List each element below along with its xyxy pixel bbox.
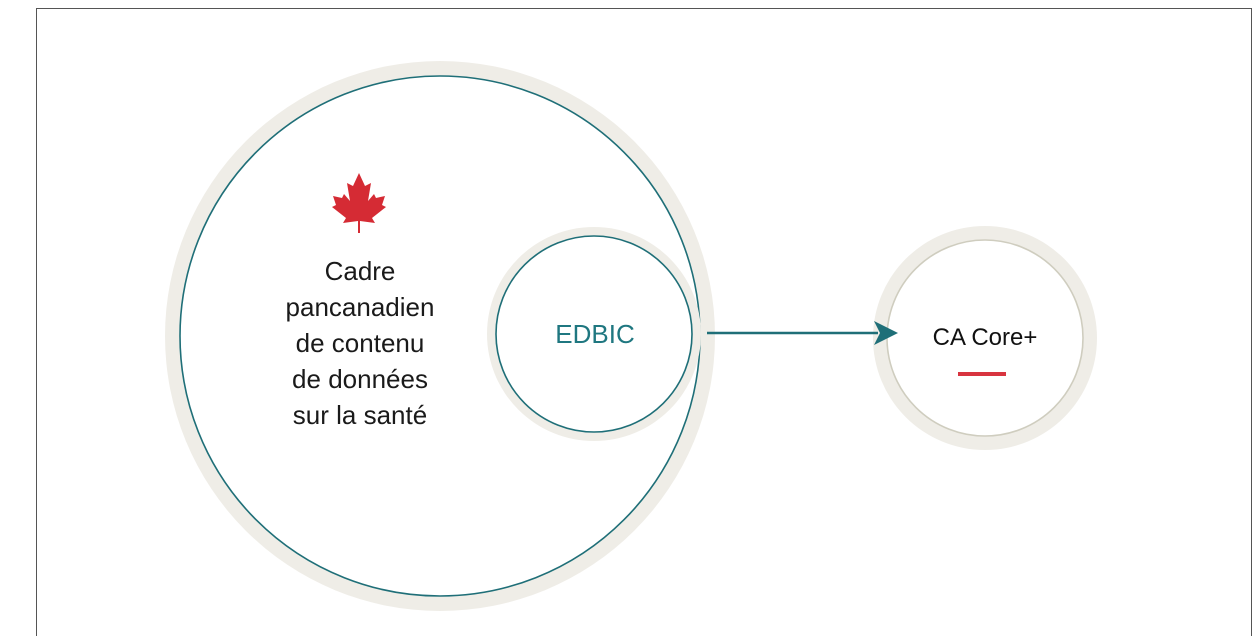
inner-circle (495, 235, 693, 433)
outer-label-line: de contenu (295, 328, 425, 358)
outer-label-line: sur la santé (292, 400, 428, 430)
outer-label-line: Cadre (324, 256, 396, 286)
maple-leaf-icon (332, 173, 386, 233)
edbic-label: EDBIC (555, 319, 635, 349)
outer-label-line: pancanadien (285, 292, 435, 322)
accent-underline (958, 372, 1006, 376)
connector-arrow (707, 321, 898, 345)
ca-core-label: CA Core+ (932, 324, 1038, 351)
outer-label-line: de données (292, 364, 428, 394)
outer-circle-label: Cadre pancanadien de contenu de données … (240, 253, 480, 433)
